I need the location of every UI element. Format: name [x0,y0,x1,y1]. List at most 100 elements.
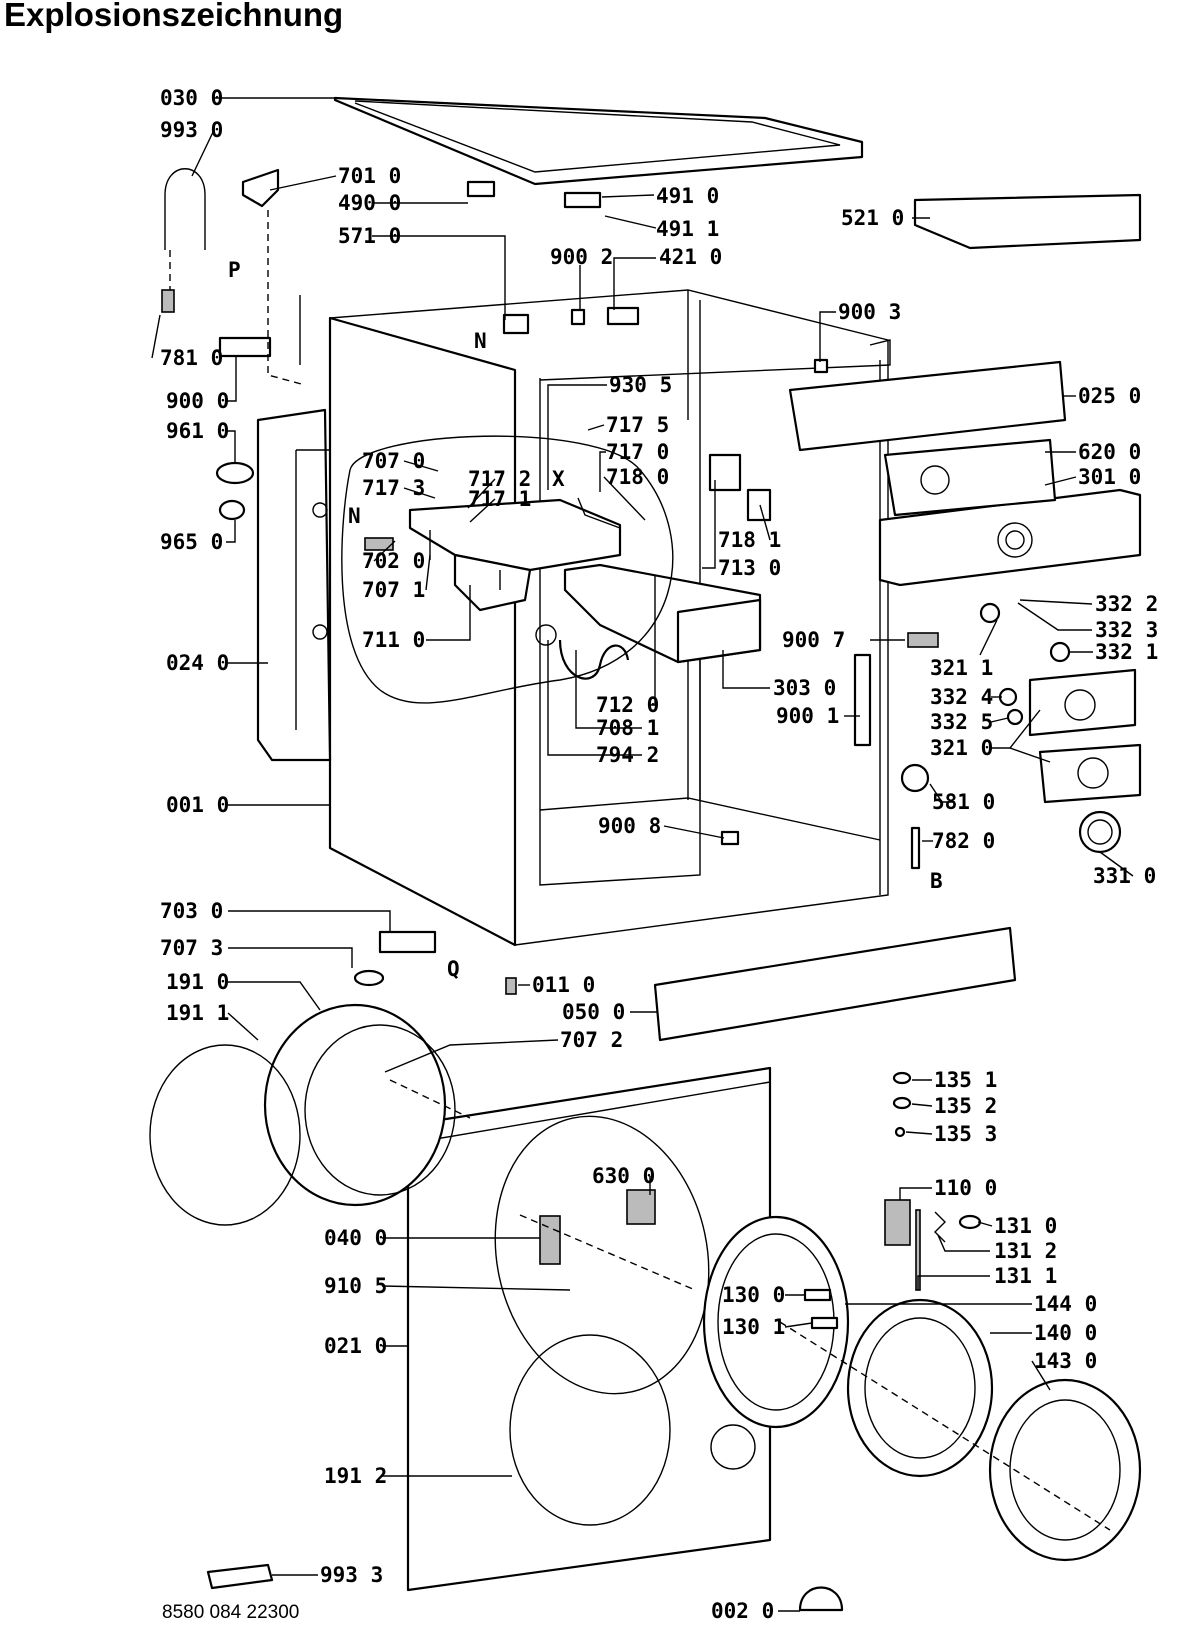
callout-707-1: 707 1 [362,578,425,602]
callout-024-0: 024 0 [166,651,229,675]
callout-718-0: 718 0 [606,465,669,489]
callout-490-0: 490 0 [338,191,401,215]
callout-961-0: 961 0 [166,419,229,443]
callout-131-1: 131 1 [994,1264,1057,1288]
callout-491-0: 491 0 [656,184,719,208]
letter-mark-q: Q [447,957,460,981]
callout-703-0: 703 0 [160,899,223,923]
callout-025-0: 025 0 [1078,384,1141,408]
page-title: Explosionszeichnung [4,0,344,33]
callout-135-3: 135 3 [934,1122,997,1146]
callout-620-0: 620 0 [1078,440,1141,464]
hose-part [558,639,630,680]
callout-707-3: 707 3 [160,936,223,960]
panel-skin-part [1028,668,1142,804]
dispenser-frame-part [913,193,1142,250]
callout-571-0: 571 0 [338,224,401,248]
part-shapes [149,96,1142,1612]
document-number: 8580 084 22300 [162,1602,300,1623]
callout-030-0: 030 0 [160,86,223,110]
callout-521-0: 521 0 [841,206,904,230]
letter-marks: P N X N Q B [228,258,943,981]
callout-718-1: 718 1 [718,528,781,552]
callout-011-0: 011 0 [532,973,595,997]
callout-717-2: 717 2 [468,467,531,491]
callout-630-0: 630 0 [592,1164,655,1188]
callout-191-1: 191 1 [166,1001,229,1025]
callout-130-0: 130 0 [722,1283,785,1307]
callout-135-1: 135 1 [934,1068,997,1092]
callout-993-3: 993 3 [320,1563,383,1587]
callout-144-0: 144 0 [1034,1292,1097,1316]
callout-900-1: 900 1 [776,704,839,728]
callout-581-0: 581 0 [932,790,995,814]
callout-040-0: 040 0 [324,1226,387,1250]
callout-781-0: 781 0 [160,346,223,370]
callout-332-1: 332 1 [1095,640,1158,664]
callout-794-2: 794 2 [596,743,659,767]
callout-702-0: 702 0 [362,549,425,573]
dashed-assembly-lines [169,210,1111,1531]
callout-332-3: 332 3 [1095,618,1158,642]
callout-002-0: 002 0 [711,1599,774,1623]
callout-140-0: 140 0 [1034,1321,1097,1345]
callout-713-0: 713 0 [718,556,781,580]
callout-708-1: 708 1 [596,716,659,740]
callout-717-1: 717 1 [468,487,531,511]
dispenser-group-outline [341,435,674,704]
callout-712-0: 712 0 [596,693,659,717]
callout-965-0: 965 0 [160,530,223,554]
callout-332-5: 332 5 [930,710,993,734]
callout-332-2: 332 2 [1095,592,1158,616]
callout-191-2: 191 2 [324,1464,387,1488]
callout-303-0: 303 0 [773,676,836,700]
callout-050-0: 050 0 [562,1000,625,1024]
callout-135-2: 135 2 [934,1094,997,1118]
knob-part [1078,810,1122,854]
callout-131-0: 131 0 [994,1214,1057,1238]
callout-143-0: 143 0 [1034,1349,1097,1373]
callout-900-7: 900 7 [782,628,845,652]
worktop-part [333,96,864,186]
callout-130-1: 130 1 [722,1315,785,1339]
door-outer-ring-part [988,1378,1142,1562]
callout-191-0: 191 0 [166,970,229,994]
callout-321-0: 321 0 [930,736,993,760]
letter-mark-n-left: N [348,504,361,528]
callout-331-0: 331 0 [1093,864,1156,888]
letter-mark-x: X [552,467,565,491]
callout-301-0: 301 0 [1078,465,1141,489]
kickplate-part [653,926,1017,1042]
callout-711-0: 711 0 [362,628,425,652]
callout-332-4: 332 4 [930,685,993,709]
back-panel-part [256,408,332,762]
callout-321-1: 321 1 [930,656,993,680]
callout-131-2: 131 2 [994,1239,1057,1263]
callout-491-1: 491 1 [656,217,719,241]
drawer-part [563,563,762,664]
callout-labels: 030 0 993 0 701 0 490 0 491 0 491 1 571 … [160,86,1158,1623]
seal-ring [535,624,557,646]
front-panel-part [406,1066,772,1592]
module-part [788,360,1067,452]
callout-021-0: 021 0 [324,1334,387,1358]
callout-910-5: 910 5 [324,1274,387,1298]
callout-707-0: 707 0 [362,449,425,473]
callout-900-3: 900 3 [838,300,901,324]
letter-mark-b: B [930,869,943,893]
callout-717-0: 717 0 [606,440,669,464]
callout-707-2: 707 2 [560,1028,623,1052]
detergent-housing-part [408,498,622,612]
letter-mark-p: P [228,258,241,282]
callout-900-0: 900 0 [166,389,229,413]
callout-900-8: 900 8 [598,814,661,838]
callout-993-0: 993 0 [160,118,223,142]
control-panel-part [878,488,1142,587]
door-ring-part [702,1215,850,1429]
callout-782-0: 782 0 [932,829,995,853]
callout-717-5: 717 5 [606,413,669,437]
callout-701-0: 701 0 [338,164,401,188]
cabinet-part [328,289,891,947]
callout-421-0: 421 0 [659,245,722,269]
